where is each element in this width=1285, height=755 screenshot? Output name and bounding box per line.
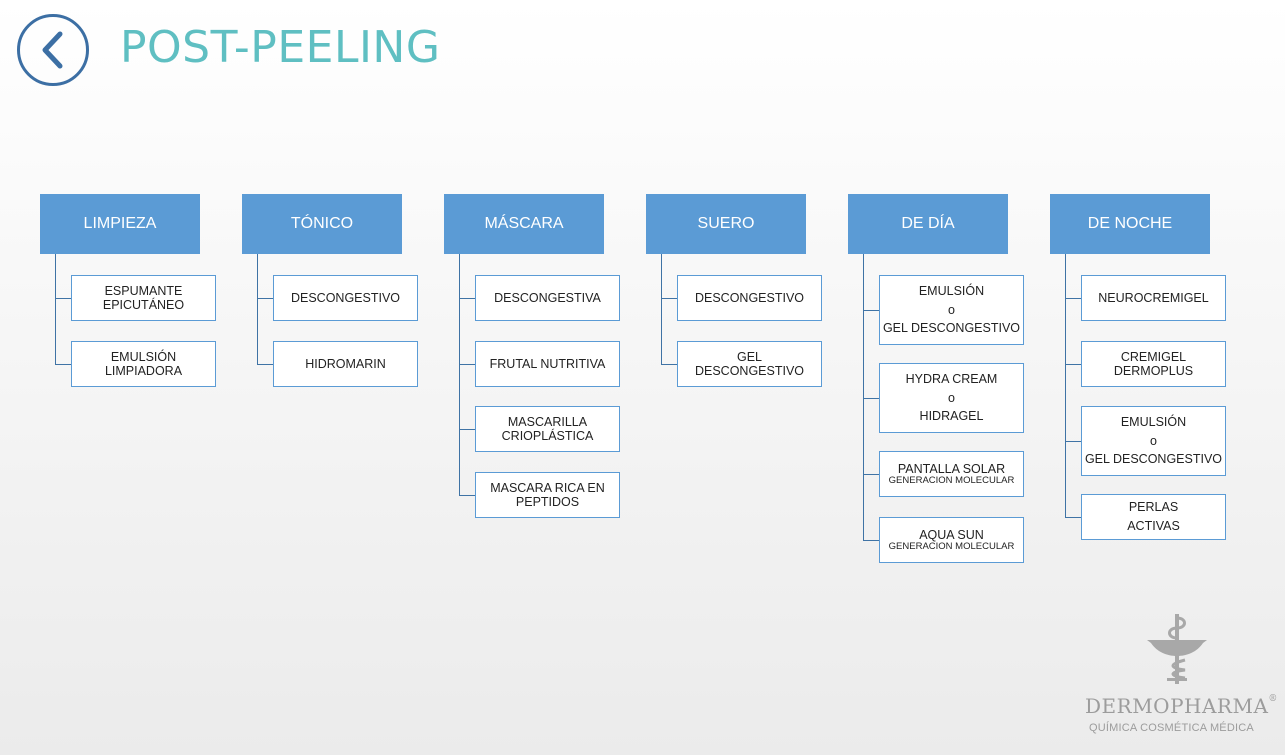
product-label: GEL — [736, 350, 762, 364]
connector-branch — [257, 364, 273, 365]
product-label: HYDRA CREAM — [905, 371, 998, 386]
product-label: o — [948, 390, 955, 405]
connector-line — [257, 254, 258, 364]
product-label: NEUROCREMIGEL — [1098, 291, 1209, 305]
product-label: o — [1150, 433, 1157, 448]
back-button[interactable] — [17, 14, 89, 86]
logo-tagline: QUÍMICA COSMÉTICA MÉDICA — [1089, 722, 1254, 734]
column-de-noche: DE NOCHE NEUROCREMIGEL CREMIGEL DERMOPLUS E… — [1050, 194, 1250, 540]
product-label: LIMPIADORA — [104, 364, 183, 378]
connector-branch — [1065, 364, 1081, 365]
product-label: AQUA SUN — [919, 527, 984, 542]
product-label: GEL DESCONGESTIVO — [882, 321, 1021, 336]
connector-branch — [661, 364, 677, 365]
product-sublabel: GENERACION MOLECULAR — [888, 474, 1015, 486]
column-header-mascara[interactable]: MÁSCARA — [444, 194, 604, 254]
connector-line — [661, 254, 662, 364]
product-label: PANTALLA SOLAR — [897, 461, 1006, 476]
page-title: POST-PEELING — [120, 22, 441, 73]
connector-branch — [863, 540, 879, 541]
product-label: DESCONGESTIVO — [290, 291, 401, 305]
product-label: GEL DESCONGESTIVO — [1084, 452, 1223, 467]
connector-branch — [257, 298, 273, 299]
product-box[interactable]: NEUROCREMIGEL — [1081, 275, 1226, 321]
product-label: ESPUMANTE — [104, 284, 183, 298]
connector-branch — [55, 364, 71, 365]
product-box[interactable]: CREMIGEL DERMOPLUS — [1081, 341, 1226, 387]
connector-branch — [55, 298, 71, 299]
logo-name: DERMOPHARMA® — [1085, 694, 1278, 718]
chevron-left-icon — [42, 31, 63, 69]
product-label: PEPTIDOS — [515, 495, 580, 509]
column-header-de-dia[interactable]: DE DÍA — [848, 194, 1008, 254]
product-label: EPICUTÁNEO — [102, 298, 185, 312]
connector-branch — [863, 398, 879, 399]
product-label: HIDRAGEL — [919, 409, 984, 424]
product-label: CRIOPLÁSTICA — [501, 429, 594, 443]
product-label: EMULSIÓN — [918, 283, 985, 298]
dermopharma-logo: DERMOPHARMA® QUÍMICA COSMÉTICA MÉDICA — [1085, 612, 1278, 742]
product-label: DESCONGESTIVO — [694, 291, 805, 305]
connector-branch — [459, 495, 475, 496]
connector-branch — [661, 298, 677, 299]
column-header-tonico[interactable]: TÓNICO — [242, 194, 402, 254]
bowl-of-hygieia-icon — [1147, 614, 1207, 684]
product-box[interactable]: FRUTAL NUTRITIVA — [475, 341, 620, 387]
connector-line — [459, 254, 460, 495]
product-label: DESCONGESTIVA — [494, 291, 601, 305]
product-label: MASCARA RICA EN — [490, 481, 605, 495]
product-box[interactable]: DESCONGESTIVA — [475, 275, 620, 321]
product-label: CREMIGEL DERMOPLUS — [1113, 350, 1194, 378]
connector-branch — [1065, 517, 1081, 518]
product-sublabel: GENERACION MOLECULAR — [888, 540, 1015, 552]
column-header-suero[interactable]: SUERO — [646, 194, 806, 254]
product-box[interactable]: PERLAS ACTIVAS — [1081, 494, 1226, 540]
connector-branch — [459, 364, 475, 365]
product-label: HIDROMARIN — [305, 357, 386, 371]
connector-line — [1065, 254, 1066, 517]
product-label: PERLAS — [1128, 500, 1179, 515]
column-tonico: TÓNICO DESCONGESTIVO HIDROMARIN — [242, 194, 442, 387]
connector-branch — [1065, 298, 1081, 299]
product-label: DESCONGESTIVO — [694, 364, 805, 378]
connector-branch — [459, 429, 475, 430]
connector-branch — [1065, 441, 1081, 442]
product-box[interactable]: HIDROMARIN — [273, 341, 418, 387]
product-box[interactable]: DESCONGESTIVO — [677, 275, 822, 321]
product-box[interactable]: DESCONGESTIVO — [273, 275, 418, 321]
connector-branch — [863, 474, 879, 475]
connector-line — [863, 254, 864, 540]
column-mascara: MÁSCARA DESCONGESTIVA FRUTAL NUTRITIVA MASC… — [444, 194, 644, 518]
product-label: o — [948, 302, 955, 317]
connector-branch — [459, 298, 475, 299]
column-header-de-noche[interactable]: DE NOCHE — [1050, 194, 1210, 254]
product-label: MASCARILLA — [507, 415, 588, 429]
connector-line — [55, 254, 56, 364]
product-label: EMULSIÓN — [110, 350, 177, 364]
product-label: FRUTAL NUTRITIVA — [489, 357, 606, 371]
connector-branch — [863, 310, 879, 311]
column-header-limpieza[interactable]: LIMPIEZA — [40, 194, 200, 254]
product-label: ACTIVAS — [1127, 519, 1180, 533]
product-label: EMULSIÓN — [1120, 414, 1187, 429]
